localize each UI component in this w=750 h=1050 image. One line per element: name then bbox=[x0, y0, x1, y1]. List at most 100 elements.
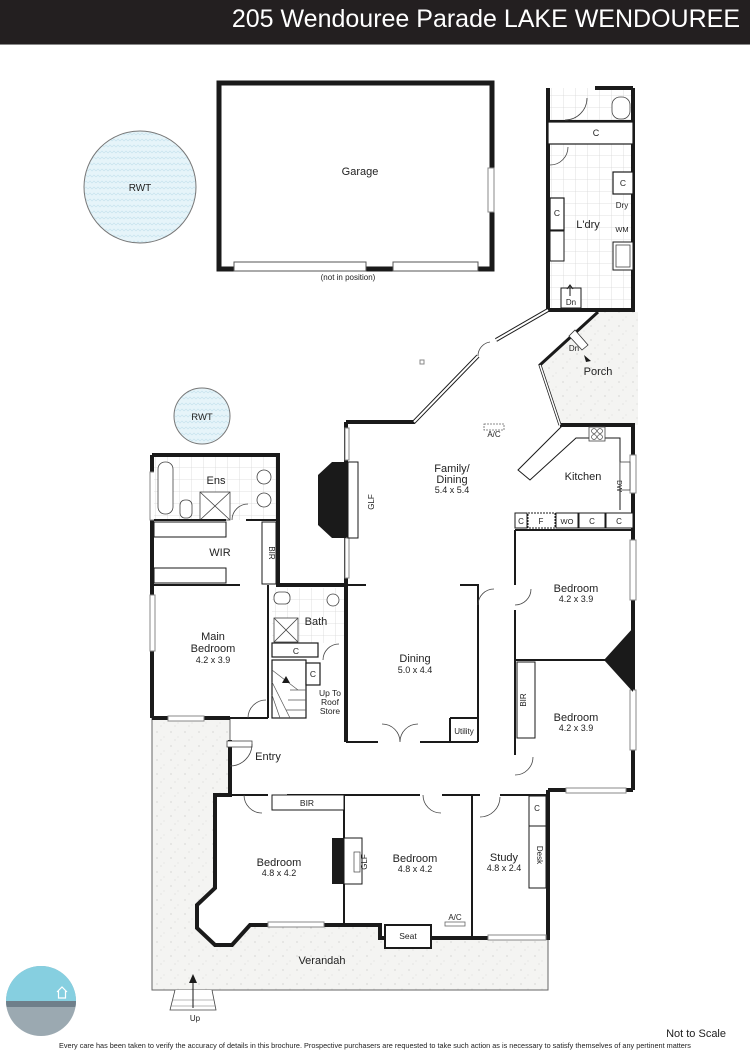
cooktop-icon bbox=[588, 426, 606, 442]
cupboard-label: C bbox=[620, 178, 626, 188]
bath-label: Bath bbox=[305, 616, 328, 628]
fireplace-east bbox=[604, 628, 633, 692]
air-conditioner-icon bbox=[483, 423, 505, 431]
door-swing-icon bbox=[247, 699, 267, 719]
stair-arrow-icon bbox=[189, 974, 197, 983]
bedroom-s: GLF Bedroom 4.8 x 4.2 A/C Seat bbox=[332, 794, 466, 949]
cupboard-label: C bbox=[293, 646, 299, 656]
cupboard-label: C bbox=[589, 517, 595, 526]
walk-in-robe: WIR BIR bbox=[152, 521, 277, 586]
roof-store-label: Roof bbox=[321, 697, 340, 707]
porch-label: Porch bbox=[584, 366, 613, 378]
door-swing-icon bbox=[322, 643, 340, 661]
laundry-wing: C C C L'dry Dry WM Dn bbox=[546, 86, 635, 312]
bedroom-label: Bedroom bbox=[554, 712, 599, 724]
dishwasher-label: DW bbox=[615, 480, 622, 492]
door-swing-icon bbox=[422, 794, 442, 814]
cupboard-label: C bbox=[518, 517, 524, 526]
house-icon bbox=[56, 986, 68, 999]
ac-label: A/C bbox=[448, 913, 462, 922]
windows bbox=[149, 359, 637, 941]
bedroom-size: 4.8 x 4.2 bbox=[398, 864, 433, 874]
family-dining: A/C Family/ Dining 5.4 x 5.4 bbox=[434, 341, 505, 495]
wir-label: WIR bbox=[209, 547, 230, 559]
door-swing-icon bbox=[514, 756, 534, 776]
property-address: 205 Wendouree Parade LAKE WENDOUREE bbox=[231, 5, 740, 33]
family-dining-label: Dining bbox=[436, 474, 467, 486]
stair-arrow-icon bbox=[566, 284, 574, 296]
entry: Entry bbox=[226, 740, 281, 767]
cupboard-label: C bbox=[310, 669, 316, 679]
bedroom-size: 4.2 x 3.9 bbox=[559, 594, 594, 604]
bathtub-icon bbox=[157, 461, 174, 515]
bir-label: BIR bbox=[519, 693, 528, 707]
fireplace-family: GLF bbox=[318, 461, 376, 539]
bathroom: Bath C bbox=[271, 588, 344, 661]
air-conditioner-icon bbox=[444, 921, 466, 927]
stair-arrow-icon bbox=[282, 676, 290, 683]
door-swing-icon bbox=[477, 588, 495, 606]
bedroom-size: 4.8 x 4.2 bbox=[262, 868, 297, 878]
family-dining-size: 5.4 x 5.4 bbox=[435, 485, 470, 495]
company-logo bbox=[6, 966, 76, 1036]
desk-label: Desk bbox=[535, 846, 544, 865]
cupboard-label: C bbox=[593, 128, 600, 138]
study-label: Study bbox=[490, 852, 519, 864]
cupboard-label: C bbox=[554, 208, 560, 218]
bedroom-label: Bedroom bbox=[257, 857, 302, 869]
double-door-swing-icon bbox=[381, 723, 419, 743]
rainwater-tank-large: RWT bbox=[83, 130, 197, 244]
garage: Garage (not in position) bbox=[216, 80, 495, 282]
study: C Desk Study 4.8 x 2.4 bbox=[479, 795, 547, 889]
toilet-icon bbox=[273, 591, 291, 605]
main-bedroom-label: Main bbox=[201, 631, 225, 643]
bir-label: BIR bbox=[267, 546, 276, 560]
kitchen: DW Kitchen C F WO C C bbox=[514, 425, 634, 529]
rwt-label: RWT bbox=[129, 183, 152, 194]
garage-note: (not in position) bbox=[321, 273, 376, 282]
study-size: 4.8 x 2.4 bbox=[487, 863, 522, 873]
wall-oven-label: WO bbox=[561, 517, 574, 526]
scale-note: Not to Scale bbox=[666, 1028, 726, 1040]
basin-icon bbox=[256, 492, 272, 508]
bedroom-e: BIR Bedroom 4.2 x 3.9 bbox=[514, 661, 599, 776]
kitchen-units-row: C F WO C C bbox=[514, 512, 634, 529]
basin-icon bbox=[256, 469, 272, 485]
utility-label: Utility bbox=[454, 727, 474, 736]
bedroom-label: Bedroom bbox=[393, 853, 438, 865]
fireplace-icon bbox=[332, 838, 344, 884]
washing-machine-label: WM bbox=[615, 225, 628, 234]
stairs-down-label: Dn bbox=[569, 344, 579, 353]
door-swing-icon bbox=[231, 503, 249, 521]
toilet-icon bbox=[611, 96, 631, 120]
header-divider bbox=[0, 44, 750, 45]
toilet-icon bbox=[179, 499, 193, 519]
door-swing-icon bbox=[564, 97, 588, 121]
kitchen-label: Kitchen bbox=[565, 471, 602, 483]
glf-label: GLF bbox=[360, 854, 369, 870]
window-seat-label: Seat bbox=[399, 931, 417, 941]
family-dining-label: Family/ bbox=[434, 463, 470, 475]
disclaimer: Every care has been taken to verify the … bbox=[59, 1041, 691, 1050]
bir-label: BIR bbox=[300, 798, 314, 808]
ensuite-label: Ens bbox=[207, 475, 226, 487]
title-banner: 205 Wendouree Parade LAKE WENDOUREE bbox=[0, 0, 750, 44]
bedroom-size: 4.2 x 3.9 bbox=[559, 723, 594, 733]
ac-label: A/C bbox=[487, 430, 501, 439]
main-bedroom: Main Bedroom 4.2 x 3.9 bbox=[191, 585, 269, 719]
roof-store-label: Store bbox=[320, 706, 341, 716]
entry-label: Entry bbox=[255, 751, 281, 763]
dining-size: 5.0 x 4.4 bbox=[398, 665, 433, 675]
fridge-label: F bbox=[539, 517, 544, 526]
bedroom-sw: BIR Bedroom 4.8 x 4.2 bbox=[243, 794, 345, 878]
rwt-label: RWT bbox=[191, 412, 213, 423]
dining: Dining 5.0 x 4.4 Utility bbox=[381, 588, 495, 743]
door-swing-icon bbox=[477, 341, 491, 357]
cupboard-label: C bbox=[534, 804, 540, 813]
cupboard-label: C bbox=[616, 517, 622, 526]
stair-arrow-icon bbox=[584, 355, 591, 362]
ensuite: Ens bbox=[154, 457, 278, 521]
basin-icon bbox=[326, 593, 340, 607]
garage-label: Garage bbox=[342, 166, 379, 178]
front-steps: Up bbox=[169, 974, 217, 1023]
